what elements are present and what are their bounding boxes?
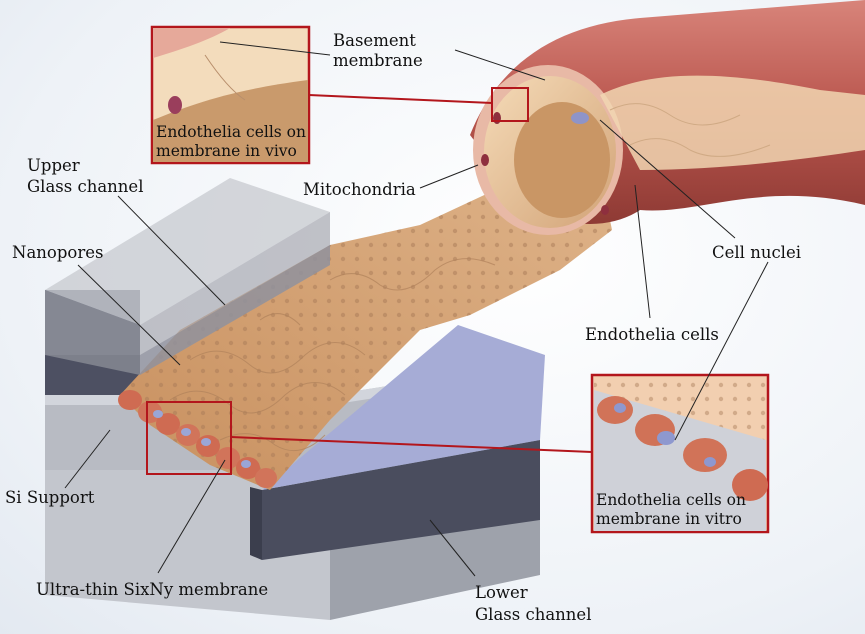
lower-glass-label-line2: Glass channel	[475, 605, 592, 624]
in-vitro-caption-line1: Endothelia cells on	[596, 491, 746, 509]
in-vitro-connector	[230, 436, 593, 453]
in-vivo-marker	[491, 87, 529, 122]
endothelia-cells-label: Endothelia cells	[585, 325, 719, 344]
cell-boundaries	[169, 258, 496, 452]
basement-membrane-label-line2: membrane	[333, 51, 423, 70]
si-support-label: Si Support	[5, 488, 95, 507]
ultra-thin-membrane-label: Ultra-thin SixNy membrane	[36, 580, 269, 599]
mitochondria-label: Mitochondria	[303, 180, 416, 199]
si-support-right	[250, 325, 545, 560]
blood-vessel	[470, 0, 865, 235]
upper-glass-label-line1: Upper	[27, 156, 80, 175]
leader-lines	[64, 41, 769, 577]
upper-glass-channel	[45, 178, 330, 375]
in-vivo-connector	[308, 94, 493, 104]
inset-in-vitro	[590, 373, 770, 534]
upper-glass-label-line2: Glass channel	[27, 177, 144, 196]
membrane-cells-row	[118, 390, 277, 488]
cell-nuclei-label: Cell nuclei	[712, 243, 802, 262]
in-vivo-caption-line1: Endothelia cells on	[156, 123, 306, 141]
basement-membrane-label-line1: Basement	[333, 31, 416, 50]
nanopores-label: Nanopores	[12, 243, 104, 262]
lower-glass-label-line1: Lower	[475, 583, 528, 602]
in-vivo-caption-line2: membrane in vivo	[156, 142, 297, 160]
in-vitro-caption-line2: membrane in vitro	[596, 510, 742, 528]
